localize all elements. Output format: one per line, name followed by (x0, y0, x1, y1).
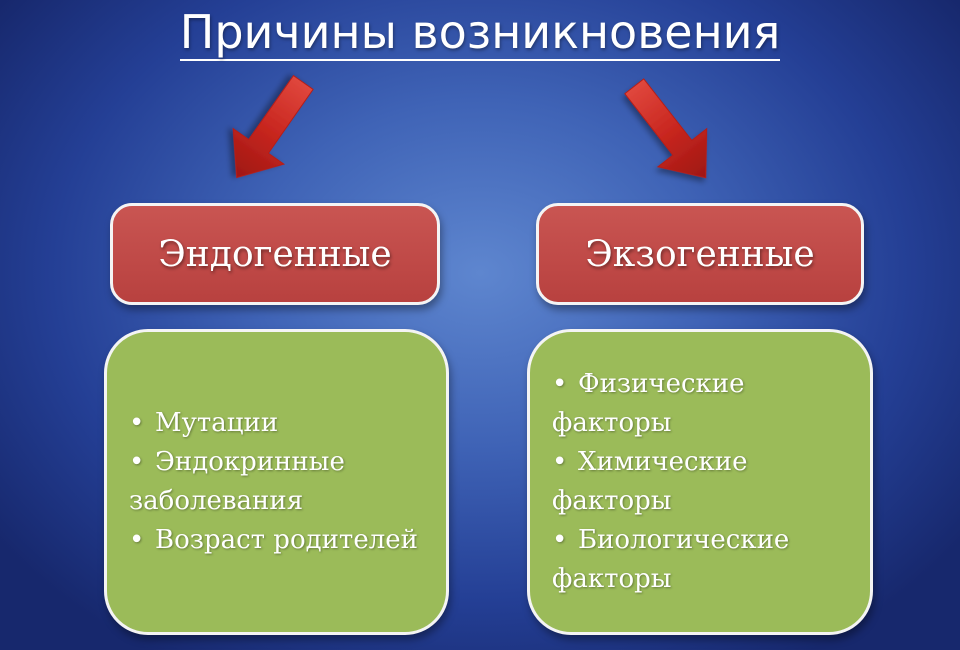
bullet-icon: • (552, 447, 568, 477)
bullet-icon: • (129, 408, 145, 438)
list-item-text: заболевания (129, 486, 304, 516)
list-item-text: Химические (578, 447, 748, 477)
page-title-text: Причины возникновения (179, 5, 781, 61)
list-item: • Эндокринные (129, 443, 446, 482)
endogenous-causes-box: • Мутации • Эндокринные заболевания • Возра… (104, 329, 449, 635)
list-item-continuation: факторы (552, 560, 870, 599)
arrow-down-right-icon (624, 78, 708, 179)
list-item-text: факторы (552, 486, 672, 516)
list-item-text: факторы (552, 564, 672, 594)
list-item-text: Эндокринные (155, 447, 345, 477)
exogenous-header-label: Экзогенные (585, 233, 815, 275)
list-item: • Биологические (552, 521, 870, 560)
list-item-continuation: факторы (552, 482, 870, 521)
page-title: Причины возникновения (0, 4, 960, 61)
list-item-text: Мутации (155, 408, 279, 438)
bullet-icon: • (552, 525, 568, 555)
list-item-text: факторы (552, 408, 672, 438)
endogenous-header-box: Эндогенные (110, 203, 440, 305)
endogenous-causes-list: • Мутации • Эндокринные заболевания • Возра… (129, 404, 446, 560)
list-item-text: Физические (578, 369, 745, 399)
exogenous-causes-box: •Физические факторы •Химические факторы … (527, 329, 873, 635)
bullet-icon: • (552, 369, 568, 399)
list-item-continuation: заболевания (129, 482, 446, 521)
list-item-text: Возраст родителей (155, 525, 418, 555)
list-item: • Мутации (129, 404, 446, 443)
list-item: • Возраст родителей (129, 521, 446, 560)
arrow-down-left-icon (232, 74, 314, 179)
list-item: • Физические (552, 365, 870, 404)
bullet-icon: • (129, 447, 145, 477)
list-item-text: Биологические (578, 525, 790, 555)
endogenous-header-label: Эндогенные (158, 233, 392, 275)
exogenous-causes-list: •Физические факторы •Химические факторы … (552, 365, 870, 599)
list-item-continuation: факторы (552, 404, 870, 443)
bullet-icon: • (129, 525, 145, 555)
exogenous-header-box: Экзогенные (536, 203, 864, 305)
list-item: • Химические (552, 443, 870, 482)
